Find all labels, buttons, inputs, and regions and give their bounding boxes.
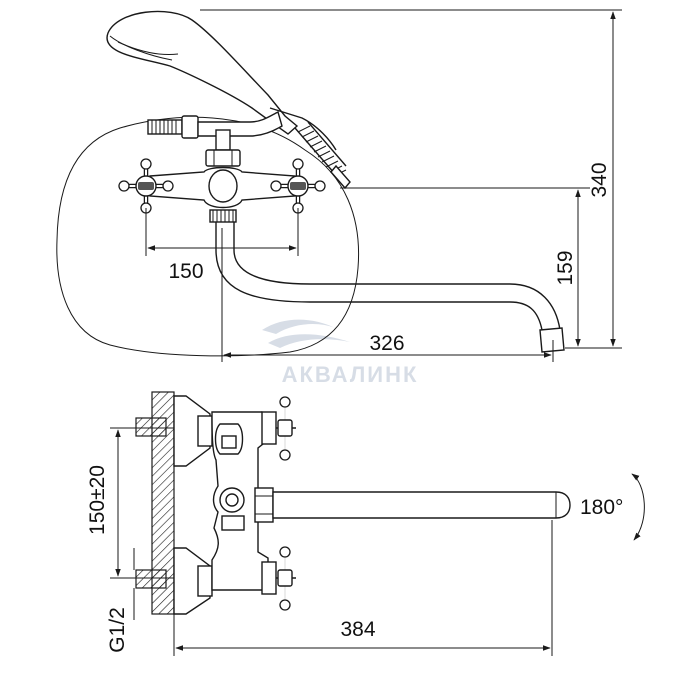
dim-spout-length-side: 384 [173, 520, 553, 656]
inlet-lower [110, 569, 200, 589]
rotation-indicator: 180° [580, 473, 645, 541]
handle-left-top [119, 159, 173, 213]
spout-side [272, 491, 571, 519]
handle-upper-side [261, 396, 296, 461]
handle-lower-side [261, 546, 296, 611]
hand-shower [106, 10, 337, 151]
dim-total-height-label: 340 [588, 162, 611, 197]
watermark-wave-logo-2 [268, 334, 350, 348]
dim-total-height: 340 [200, 9, 622, 349]
spout-nut-side [254, 487, 274, 523]
shower-holder [214, 423, 244, 455]
shower-hose [294, 121, 351, 190]
handle-right-top [271, 159, 325, 213]
dim-mount-spacing: 150±20 [86, 429, 121, 577]
side-view: 150±20 G1/2 384 180° [86, 391, 645, 656]
top-view: 150 326 159 340 [56, 9, 622, 362]
dim-mount-spacing-label: 150±20 [86, 465, 109, 535]
dim-handle-spacing-label: 150 [168, 260, 203, 283]
watermark-wave-logo [262, 319, 335, 334]
watermark: АКВАЛИНК [262, 319, 419, 387]
dim-spout-length-top-label: 326 [369, 332, 404, 355]
watermark-text: АКВАЛИНК [282, 362, 419, 387]
bath-outline [56, 116, 360, 357]
wall-section [151, 391, 175, 615]
spout-top [215, 222, 545, 349]
dim-thread-label: G1/2 [106, 607, 129, 653]
dim-spout-height: 159 [340, 187, 590, 349]
dim-spout-length-top: 326 [221, 228, 554, 362]
dim-thread: G1/2 [106, 548, 135, 653]
diverter [147, 110, 283, 151]
dim-spout-length-side-label: 384 [340, 618, 375, 641]
diverter-knob-side [219, 487, 245, 531]
rotation-label: 180° [580, 496, 623, 519]
upper-eccentric [173, 395, 211, 467]
dim-spout-height-label: 159 [554, 250, 577, 285]
